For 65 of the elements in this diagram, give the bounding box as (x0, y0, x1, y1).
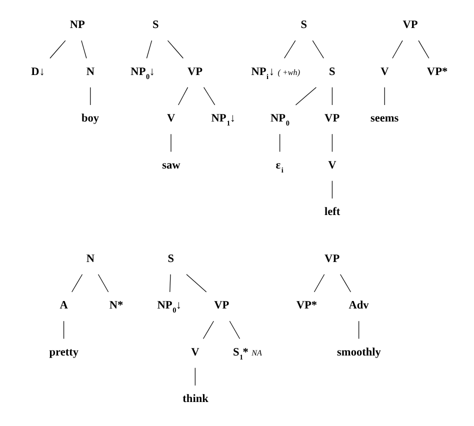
node-text: seems (370, 112, 398, 125)
node-text: V (190, 346, 199, 358)
connector (358, 320, 359, 340)
node-label: ( +wh) (277, 68, 300, 77)
node-text: S (328, 66, 335, 78)
connector (80, 40, 86, 59)
node-text: VP* (426, 66, 448, 78)
node-text: smoothly (336, 346, 380, 358)
node-text: N* (108, 300, 123, 312)
connector (331, 87, 332, 106)
node-text: N (86, 252, 94, 265)
node-text: N (86, 66, 94, 78)
node-text: pretty (48, 346, 78, 358)
connector (312, 40, 324, 59)
connector (178, 87, 188, 106)
node-text: A (59, 300, 68, 312)
connector (202, 320, 214, 340)
node-text: VP (214, 300, 229, 312)
node-text: VP (402, 19, 418, 32)
node-text: NP (69, 19, 84, 32)
node-text: S (167, 252, 174, 265)
connector (146, 40, 152, 59)
connector (71, 274, 82, 292)
connector (186, 274, 206, 292)
node-text: S (152, 19, 158, 32)
node-text: V (380, 66, 388, 78)
connector (194, 368, 195, 386)
node-text: VP* (296, 300, 316, 312)
connector (294, 87, 316, 106)
node-text: saw (162, 159, 180, 172)
node-text: S (300, 19, 307, 32)
node-label: NA (251, 348, 262, 358)
connector (97, 274, 108, 292)
connector (392, 40, 402, 59)
connector (166, 40, 183, 59)
node-text: VP (324, 252, 340, 265)
connector (62, 320, 64, 340)
connector (331, 180, 332, 199)
node-text: ε$_{i}$ (275, 159, 283, 174)
node-text: boy (81, 112, 99, 125)
node-text: NP$_{1}$↓ (210, 112, 235, 128)
connector (202, 87, 215, 106)
connector (279, 134, 280, 152)
node-text: D↓ (30, 66, 44, 78)
node-text: NP$_{i}$↓ (250, 66, 274, 81)
connector (331, 134, 332, 152)
node-text: VP (187, 66, 202, 78)
node-text: NP$_{0}$↓ (156, 300, 181, 315)
connector (49, 40, 66, 59)
connector (228, 320, 240, 340)
connector (340, 274, 351, 292)
connector (284, 40, 296, 59)
connector (169, 274, 170, 292)
node-text: VP (324, 112, 340, 125)
node-text: Adv (348, 300, 368, 312)
node-text: V (166, 112, 175, 125)
connector (170, 134, 171, 152)
node-text: NP$_{0}$ (270, 112, 289, 128)
node-text: S$_{1}$* (232, 346, 248, 362)
connector (313, 274, 324, 292)
connector (418, 40, 429, 59)
node-text: think (182, 393, 208, 406)
node-text: left (324, 206, 340, 218)
node-text: NP$_{0}$↓ (130, 66, 154, 81)
node-text: V (328, 159, 336, 172)
